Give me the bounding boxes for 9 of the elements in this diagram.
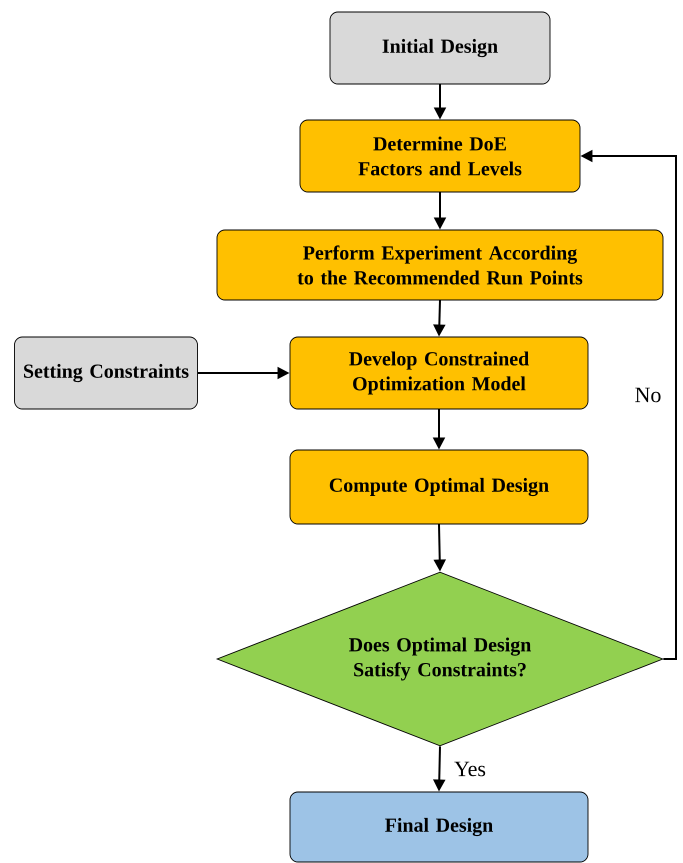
process-box: Setting Constraints	[14, 336, 198, 410]
process-box: Initial Design	[330, 12, 550, 84]
process-box: Develop Constrained Optimization Model	[290, 336, 588, 410]
edge-label: Yes	[453, 760, 487, 778]
process-box: Final Design	[290, 792, 588, 862]
process-box: Compute Optimal Design	[290, 450, 588, 524]
process-box: Determine DoE Factors and Levels	[300, 120, 580, 192]
process-box: Perform Experiment According to the Recommended Run Points	[216, 230, 664, 300]
edge-label: No	[634, 386, 662, 404]
